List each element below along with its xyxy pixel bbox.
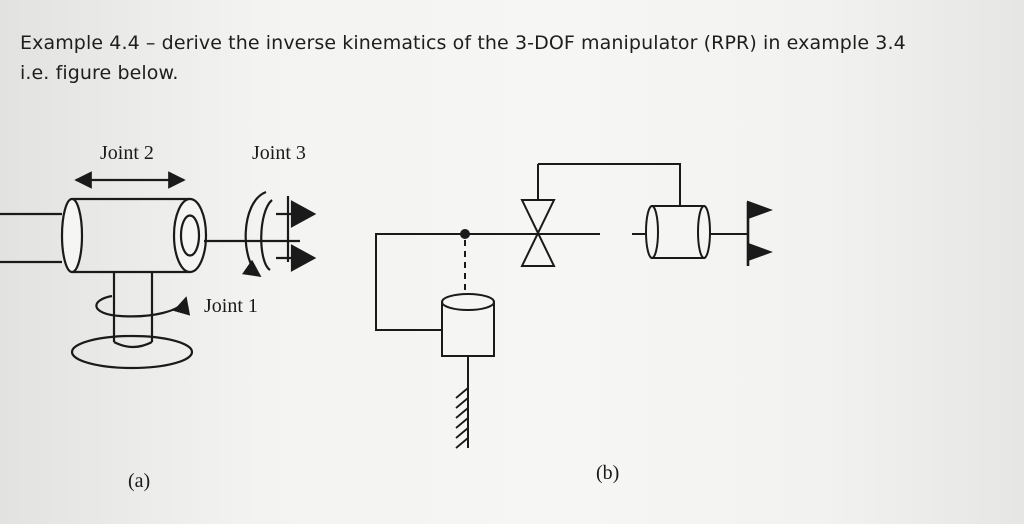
ground-hatching xyxy=(455,387,469,449)
gripper-symbol xyxy=(746,200,773,266)
figure-a-drawing xyxy=(0,171,317,370)
joint3-label: Joint 3 xyxy=(252,142,306,164)
joint-dot xyxy=(460,229,470,239)
vertical-post xyxy=(112,272,154,349)
figure-b-schematic xyxy=(375,163,773,449)
problem-line-1: Example 4.4 – derive the inverse kinemat… xyxy=(20,32,906,54)
link-loop xyxy=(375,233,468,331)
caption-b: (b) xyxy=(596,462,620,484)
base-revolute-cylinder xyxy=(441,293,495,357)
horizontal-cylinder xyxy=(60,197,208,274)
joint1-rotation-arrow xyxy=(95,294,191,318)
caption-a: (a) xyxy=(128,470,151,492)
problem-statement: Example 4.4 – derive the inverse kinemat… xyxy=(20,28,906,88)
wrist-joint3 xyxy=(204,190,317,278)
joint1-label: Joint 1 xyxy=(204,295,258,317)
wrist-cylinder xyxy=(632,205,748,259)
prismatic-joint-symbol xyxy=(520,164,556,267)
joint2-label: Joint 2 xyxy=(100,142,154,164)
problem-line-2: i.e. figure below. xyxy=(20,62,179,84)
upper-link xyxy=(538,163,681,206)
base-plate xyxy=(70,334,194,370)
